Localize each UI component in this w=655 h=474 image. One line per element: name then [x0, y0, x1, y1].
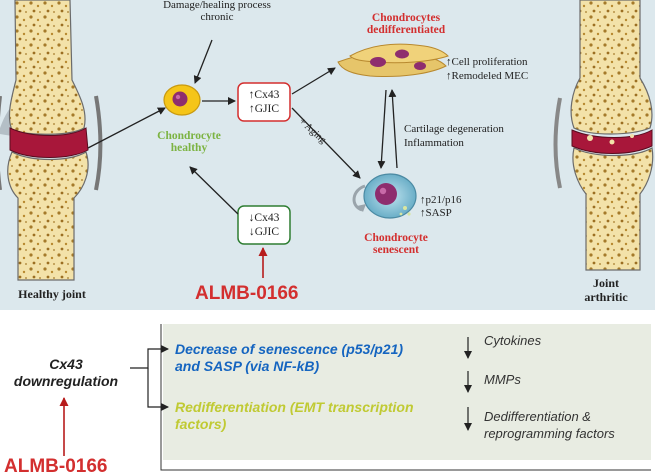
arrow-senescent-to-dedifferentiated: [388, 89, 398, 169]
arthritic-joint-illustration: [553, 0, 654, 271]
cx43-downregulation-label: Cx43 downregulation: [13, 356, 119, 389]
down-cx43-box: [237, 205, 291, 245]
proliferation-label: ↑Cell proliferation ↑Remodeled MEC: [446, 56, 529, 82]
dedifferentiated-label: Chondrocytes dedifferentiated: [366, 12, 446, 36]
mmps-label: MMPs: [484, 372, 521, 387]
top-panel-background: [0, 0, 655, 310]
up-cx43-box: [237, 82, 291, 122]
redifferentiation-effect-text: Redifferentiation (EMT transcription fac…: [175, 399, 414, 432]
degeneration-label: Cartilage degeneration Inflammation: [404, 123, 504, 149]
up-cx43-box-text: ↑Cx43 ↑GJIC: [248, 89, 280, 115]
arrow-to-senescence: [130, 345, 169, 369]
drug-label-top: ALMB-0166: [195, 283, 299, 304]
arrow-damage-to-healthy: [193, 39, 213, 84]
down-cx43-box-text: ↓Cx43 ↓GJIC: [248, 212, 280, 238]
arrow-down-box-to-healthy: [189, 166, 239, 215]
senescence-markers-label: ↑p21/p16 ↑SASP: [420, 194, 462, 219]
drug-label-bottom: ALMB-0166: [4, 456, 108, 474]
arrow-up-box-to-senescent: [291, 107, 361, 179]
arrow-up-box-to-dedifferentiated: [291, 67, 336, 95]
senescent-label: Chondrocyte senescent: [364, 232, 428, 256]
healthy-chondrocyte-cell: [163, 84, 201, 116]
damage-label: Damage/healing process chronic: [163, 0, 271, 23]
healthy-chondrocyte-label: Chondrocyte healthy: [157, 130, 221, 154]
healthy-joint-illustration: [0, 0, 103, 281]
arrow-joint-to-cell: [87, 107, 166, 149]
arrow-to-redifferentiation: [147, 368, 169, 411]
senescence-effect-text: Decrease of senescence (p53/p21) and SAS…: [175, 341, 404, 374]
cytokines-label: Cytokines: [484, 333, 542, 348]
dedifferentiation-factors-label: Dedifferentiation & reprogramming factor…: [484, 409, 615, 441]
healthy-joint-label: Healthy joint: [18, 287, 86, 301]
dedifferentiated-chondrocytes-cells: [337, 43, 449, 77]
effects-panel: [163, 324, 651, 460]
senescent-chondrocyte-cell: [352, 173, 417, 219]
arthritic-joint-label: Joint arthritic: [584, 276, 628, 304]
arrow-dedifferentiated-to-senescent: [377, 89, 387, 169]
